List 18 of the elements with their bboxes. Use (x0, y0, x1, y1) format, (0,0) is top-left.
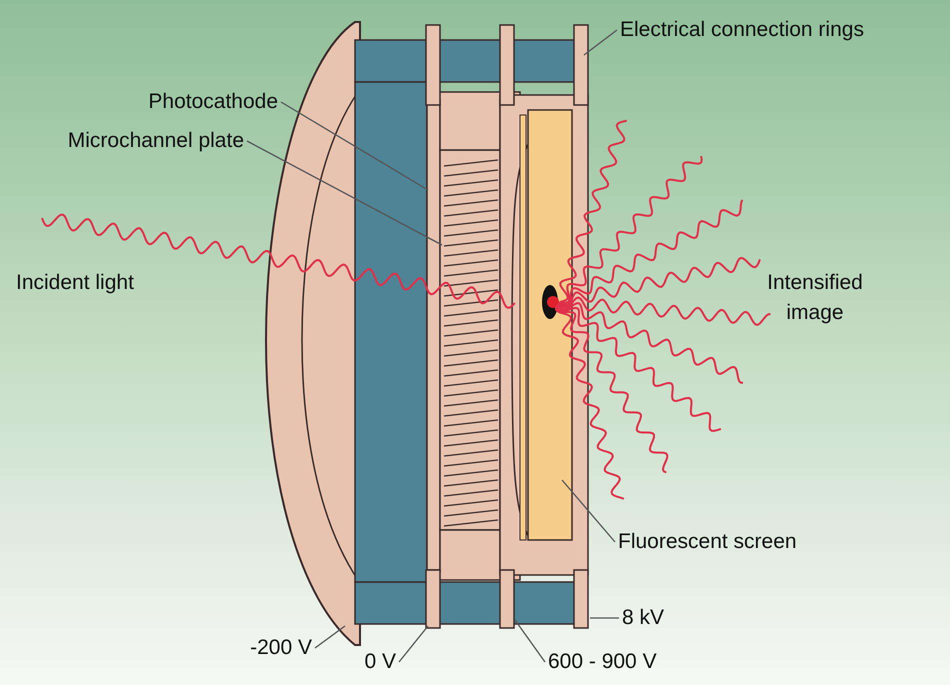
leader-line (246, 140, 442, 246)
part-label: 8 kV (622, 605, 666, 631)
part-label: -200 V (249, 635, 312, 661)
part-label: Photocathode (147, 89, 278, 115)
part-label: Fluorescent screen (618, 529, 798, 555)
light-label: Incident light (16, 270, 135, 296)
part-label: Microchannel plate (66, 128, 244, 154)
leader-line (562, 480, 616, 542)
leader-line (584, 29, 618, 56)
part-label: 0 V (363, 649, 396, 675)
leader-line (514, 620, 546, 662)
part-label: 600 - 900 V (548, 649, 658, 675)
part-label: Electrical connection rings (620, 17, 865, 43)
leader-line (280, 101, 428, 191)
light-label: Intensified image (766, 270, 864, 326)
leader-line (314, 625, 346, 649)
leader-line (398, 626, 428, 662)
leader-line (590, 617, 619, 619)
